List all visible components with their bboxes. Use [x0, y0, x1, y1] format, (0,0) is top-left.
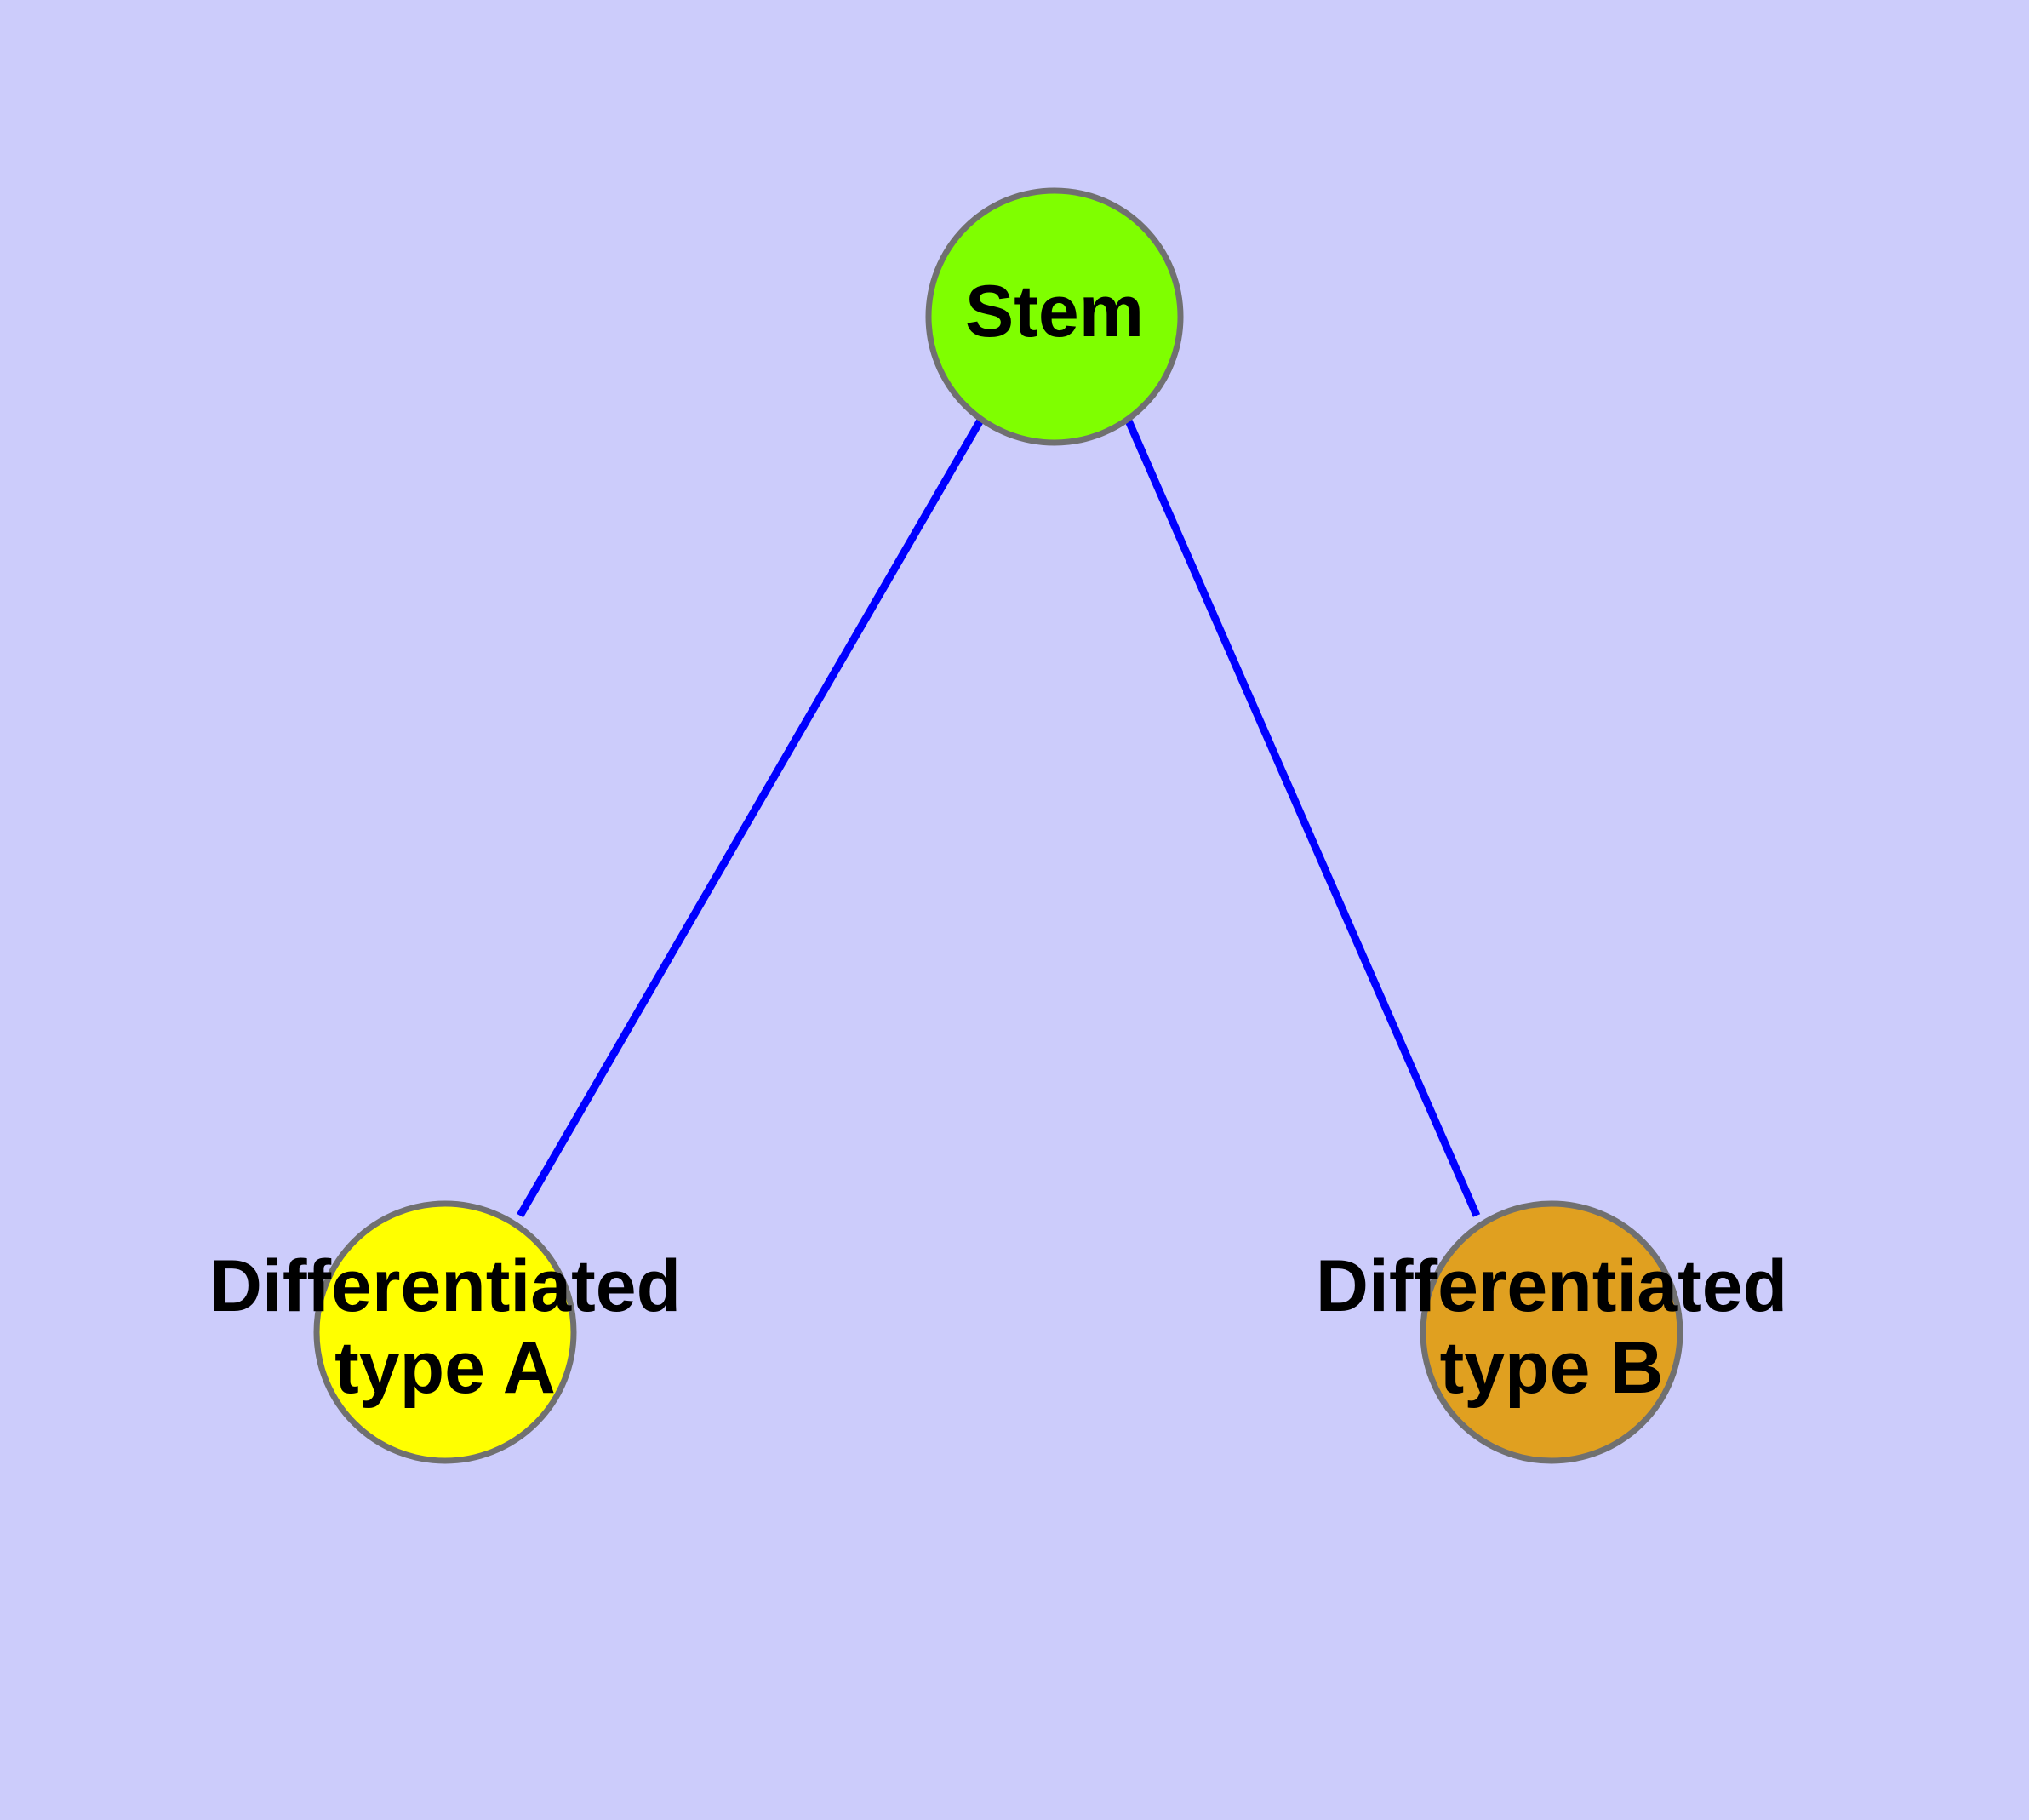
- node-label-line: Stem: [965, 271, 1144, 352]
- nodes-layer: [313, 187, 1683, 1464]
- node-label-stem: Stem: [965, 271, 1144, 352]
- edge-stem-to-differentiated-type-a[interactable]: [517, 416, 985, 1218]
- node-label-line: Differentiated: [1316, 1245, 1787, 1327]
- edge-stem-to-differentiated-type-b[interactable]: [1123, 417, 1481, 1217]
- node-label-line: Differentiated: [209, 1245, 681, 1327]
- node-label-line: type A: [334, 1327, 556, 1409]
- node-stem[interactable]: [925, 187, 1184, 446]
- edges-layer: [517, 416, 1481, 1218]
- node-label-line: type B: [1440, 1327, 1664, 1409]
- node-differentiated-type-a[interactable]: [313, 1200, 577, 1464]
- node-differentiated-type-b[interactable]: [1420, 1200, 1683, 1464]
